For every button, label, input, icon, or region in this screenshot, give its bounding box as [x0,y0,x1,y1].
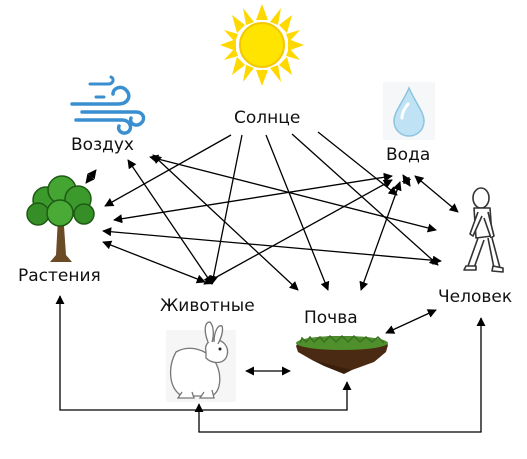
arrows [85,154,459,376]
label-animals: Животные [160,296,255,316]
arrow-sun-animals [209,134,243,285]
arrow-water-plants-short [401,174,412,187]
arrow-air-human [149,154,437,233]
water-drop-icon [383,82,435,140]
bracket-arrows [55,295,486,433]
arrow-soil-human [385,309,437,334]
label-sun: Солнце [234,108,301,128]
wind-icon [70,75,146,135]
label-human: Человек [438,287,513,307]
tree-icon [26,175,95,262]
arrow-plants-water [113,172,393,224]
arrow-soil-water [359,181,402,291]
arrow-sun-soil [265,134,330,291]
label-soil: Почва [304,308,358,328]
walking-person-icon [463,187,504,273]
rabbit-icon [166,321,236,402]
arrow-animals-human [194,317,486,433]
arrow-air-plants [85,169,97,184]
arrow-air-animals [127,159,213,285]
label-air: Воздух [71,135,134,155]
arrow-sun-plants [104,134,232,207]
soil-clod-icon [296,334,388,374]
arrow-water-human [414,175,459,213]
arrow-animals-water [203,179,393,285]
label-plants: Растения [18,266,101,286]
arrow-sun-water [317,131,398,196]
sun-icon [220,4,304,86]
label-water: Вода [386,145,431,165]
arrow-plants-animals [102,240,206,284]
arrow-sun-human [291,133,439,266]
sun-arrows [104,131,439,291]
